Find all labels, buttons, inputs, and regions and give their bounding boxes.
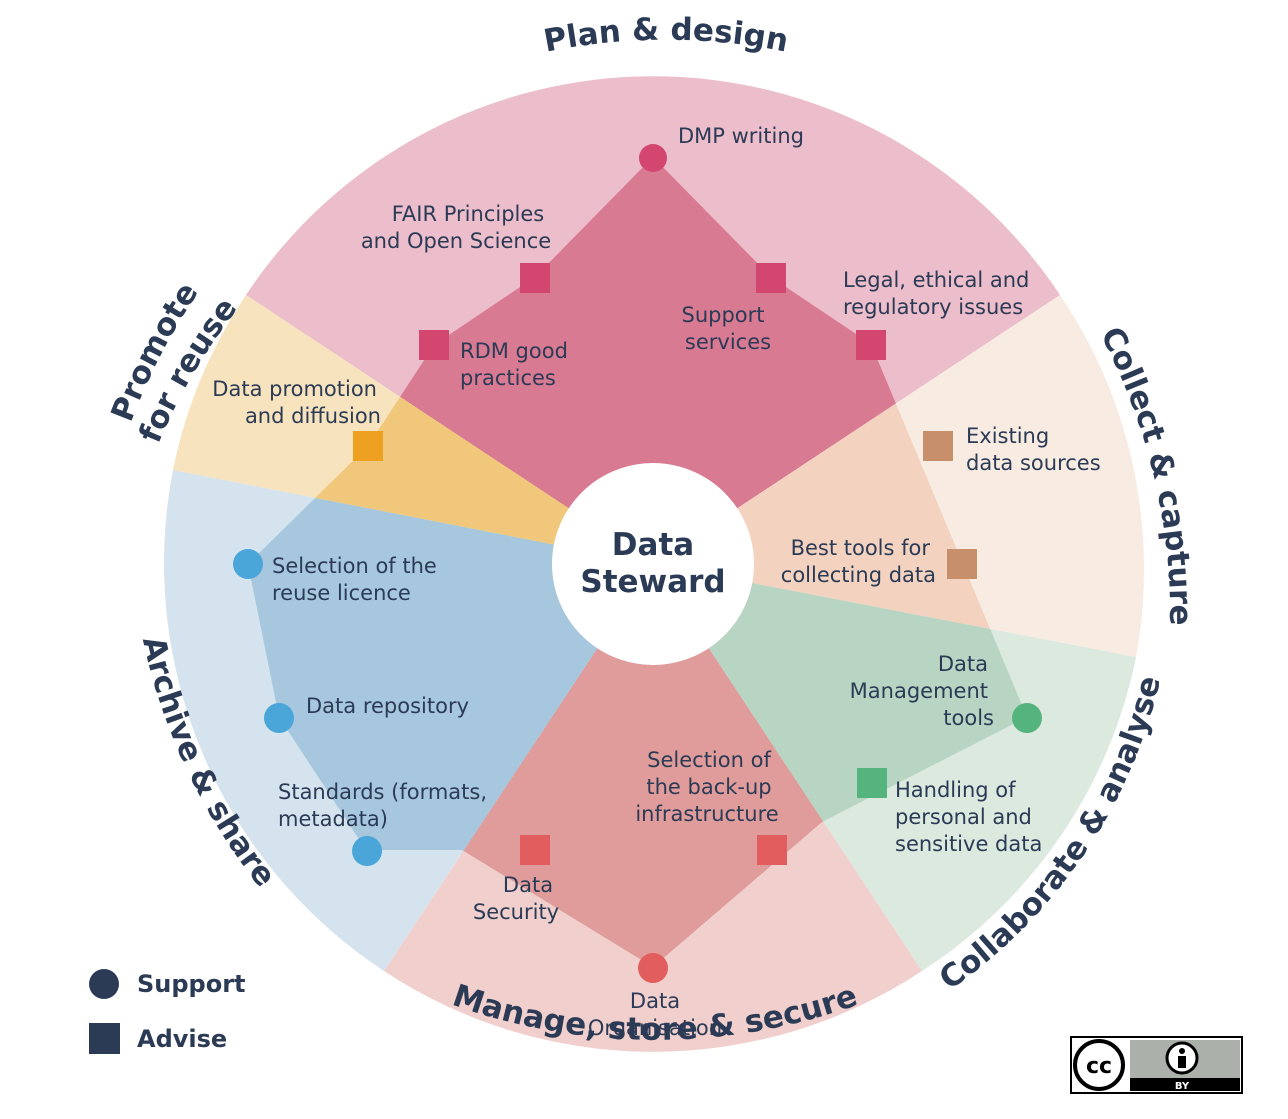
best-tools-label-line2: collecting data <box>781 563 936 587</box>
fair-principles-label-line2: and Open Science <box>361 229 551 253</box>
data-organisation-support-marker <box>638 953 668 983</box>
handling-personal-data-label-line3: sensitive data <box>895 832 1042 856</box>
data-security-label-line1: Data <box>503 873 553 897</box>
rdm-good-practices-label-line1: RDM good <box>460 339 568 363</box>
legal-issues-advise-marker <box>856 330 886 360</box>
dmp-writing-support-marker <box>639 144 667 172</box>
legend-support-label: Support <box>137 970 246 998</box>
data-organisation-label-line2: Organisation <box>588 1016 722 1040</box>
data-promotion-label-line1: Data promotion <box>212 377 377 401</box>
data-repository-label: Data repository <box>306 694 469 718</box>
legend: Support Advise <box>89 969 246 1054</box>
cc-logo-icon <box>1073 1039 1125 1091</box>
fair-principles-advise-marker <box>520 263 550 293</box>
existing-data-sources-label-line1: Existing <box>966 424 1049 448</box>
support-services-advise-marker <box>756 263 786 293</box>
phase-plan-label: Plan & design <box>541 12 791 60</box>
rdm-good-practices-advise-marker <box>419 330 449 360</box>
existing-data-sources-advise-marker <box>923 431 953 461</box>
by-label: BY <box>1175 1081 1190 1092</box>
best-tools-label-line1: Best tools for <box>791 536 931 560</box>
rdm-good-practices-label-line2: practices <box>460 366 556 390</box>
data-management-tools-label-line2: Management <box>850 679 988 703</box>
reuse-licence-support-marker <box>233 549 263 579</box>
center-label-line2: Steward <box>580 564 725 600</box>
reuse-licence-label-line2: reuse licence <box>272 581 411 605</box>
cc-logo-text: cc <box>1086 1054 1112 1079</box>
data-repository-support-marker <box>264 703 294 733</box>
handling-personal-data-label-line2: personal and <box>895 805 1032 829</box>
backup-infrastructure-label-line3: infrastructure <box>635 802 778 826</box>
data-organisation-label-line1: Data <box>630 989 680 1013</box>
item-labels: DMP writing FAIR Principles and Open Sci… <box>212 124 1100 1040</box>
data-security-label-line2: Security <box>473 900 559 924</box>
cc-by-license-badge: cc BY <box>1070 1036 1243 1094</box>
handling-personal-data-label-line1: Handling of <box>895 778 1016 802</box>
center-circle <box>552 463 754 665</box>
legal-issues-label-line1: Legal, ethical and <box>843 268 1029 292</box>
data-management-tools-label-line3: tools <box>943 706 994 730</box>
reuse-licence-label-line1: Selection of the <box>272 554 437 578</box>
existing-data-sources-label-line2: data sources <box>966 451 1101 475</box>
data-promotion-label-line2: and diffusion <box>245 404 381 428</box>
best-tools-advise-marker <box>947 549 977 579</box>
dmp-writing-label: DMP writing <box>678 124 804 148</box>
standards-label-line1: Standards (formats, <box>278 780 487 804</box>
handling-personal-data-advise-marker <box>857 768 887 798</box>
standards-support-marker <box>352 836 382 866</box>
backup-infrastructure-label-line2: the back-up <box>646 775 771 799</box>
center-label-line1: Data <box>612 527 694 563</box>
data-management-tools-label-line1: Data <box>938 652 988 676</box>
data-promotion-advise-marker <box>353 431 383 461</box>
legend-support-icon <box>89 969 119 999</box>
support-services-label-line2: services <box>685 330 771 354</box>
legend-advise-label: Advise <box>137 1025 227 1053</box>
fair-principles-label-line1: FAIR Principles <box>392 202 544 226</box>
data-security-advise-marker <box>520 835 550 865</box>
support-services-label-line1: Support <box>681 303 764 327</box>
legend-advise-icon <box>89 1023 120 1054</box>
markers <box>233 144 1042 983</box>
standards-label-line2: metadata) <box>278 807 388 831</box>
legal-issues-label-line2: regulatory issues <box>843 295 1023 319</box>
backup-infrastructure-advise-marker <box>757 835 787 865</box>
backup-infrastructure-label-line1: Selection of <box>647 748 771 772</box>
data-management-tools-support-marker <box>1012 703 1042 733</box>
